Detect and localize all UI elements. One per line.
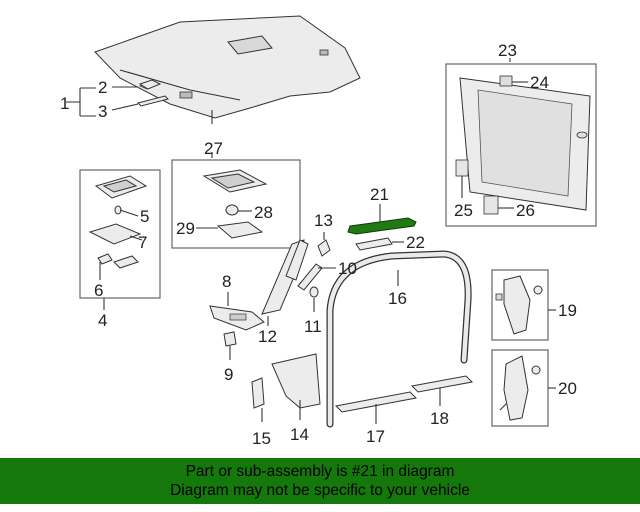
callout-10: 10: [338, 259, 357, 278]
callout-26: 26: [516, 201, 535, 220]
leader-5: [119, 209, 139, 217]
part-22: [355, 237, 393, 251]
callout-22: 22: [406, 233, 425, 252]
callout-11: 11: [304, 317, 322, 336]
callout-12: 12: [258, 327, 277, 346]
callout-17: 17: [366, 427, 385, 446]
callout-13: 13: [314, 211, 333, 230]
info-banner: Part or sub-assembly is #21 in diagram D…: [0, 458, 640, 504]
group-box-27: [171, 159, 301, 249]
part-13: [317, 239, 331, 257]
callout-15: 15: [252, 429, 271, 448]
callout-14: 14: [290, 425, 309, 444]
dome-lamp-parts: [88, 175, 148, 269]
map-lamp-parts: [202, 169, 268, 239]
scuff-plate-17: [334, 391, 418, 413]
callout-28: 28: [254, 203, 273, 222]
callout-5: 5: [140, 207, 149, 226]
quarter-trim-lower: [499, 355, 541, 421]
headliner: [94, 15, 361, 119]
quarter-trim-upper: [495, 275, 543, 335]
part-14: [271, 353, 321, 409]
callout-3: 3: [98, 102, 107, 121]
parts-diagram: 1 2 3 4 5 6 7 8 9 10 11 12 13 14 15 16 1…: [60, 15, 597, 448]
callout-23: 23: [498, 41, 517, 60]
callout-20: 20: [558, 379, 577, 398]
highlighted-part-21: [347, 217, 417, 235]
sunvisor-holder-part: [137, 79, 169, 107]
callout-4: 4: [98, 311, 107, 330]
callout-9: 9: [224, 365, 233, 384]
callout-7: 7: [138, 233, 147, 252]
callout-21: 21: [370, 185, 389, 204]
banner-line-1: Part or sub-assembly is #21 in diagram: [185, 463, 455, 480]
banner-line-2: Diagram may not be specific to your vehi…: [170, 482, 470, 499]
door-opening-trim-inner: [327, 251, 471, 427]
callout-16: 16: [388, 289, 407, 308]
back-panel-trim: [455, 75, 591, 215]
callout-29: 29: [176, 219, 195, 238]
callout-19: 19: [558, 301, 577, 320]
callout-1: 1: [60, 94, 69, 113]
scuff-plate-18: [410, 375, 474, 393]
callout-18: 18: [430, 409, 449, 428]
leader-7: [129, 235, 143, 241]
callout-25: 25: [454, 201, 473, 220]
group-box-4: [79, 169, 161, 299]
group-box-23: [445, 63, 597, 227]
part-11: [309, 286, 319, 298]
group-box-19: [491, 269, 549, 341]
leader-3: [111, 103, 139, 111]
callout-27: 27: [204, 139, 223, 158]
part-15: [251, 377, 265, 409]
visor-holder: [223, 331, 237, 347]
callout-2: 2: [98, 78, 107, 97]
callout-6: 6: [94, 281, 103, 300]
leader-1: [66, 87, 96, 117]
callout-8: 8: [222, 272, 231, 291]
callout-24: 24: [530, 73, 549, 92]
